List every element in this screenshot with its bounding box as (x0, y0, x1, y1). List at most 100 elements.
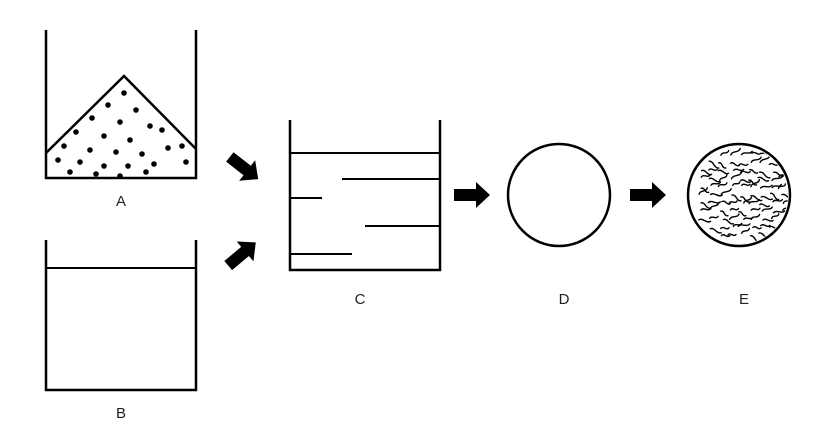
particle-dot (179, 143, 185, 149)
squiggle-mark (741, 227, 751, 235)
squiggle-mark (729, 207, 740, 211)
particle-dot (121, 90, 127, 96)
particle-dot (117, 173, 123, 179)
particle-dot (183, 159, 189, 165)
particle-dot (117, 119, 123, 125)
particle-dot (87, 147, 93, 153)
squiggle-mark (768, 162, 780, 166)
squiggle-mark (741, 183, 751, 187)
squiggle-mark (758, 171, 771, 179)
squiggle-mark (709, 227, 722, 234)
squiggle-mark (720, 149, 730, 156)
squiggle-mark (762, 218, 774, 222)
label-a: A (116, 193, 126, 210)
squiggle-mark (772, 198, 784, 203)
squiggle-mark (769, 192, 780, 201)
squiggle-mark (720, 188, 732, 196)
arrow-c-to-d-shape (454, 182, 490, 208)
container-a-particles (55, 90, 189, 179)
squiggle-mark (743, 196, 753, 204)
squiggle-mark (700, 174, 712, 178)
squiggle-mark (708, 177, 721, 183)
squiggle-mark (777, 183, 787, 190)
circle-e (686, 142, 792, 248)
squiggle-mark (733, 168, 745, 172)
squiggle-mark (771, 183, 782, 189)
squiggle-mark (760, 224, 771, 228)
squiggle-mark (730, 171, 743, 180)
squiggle-mark (730, 147, 741, 156)
squiggle-mark (751, 151, 762, 155)
particle-dot (113, 149, 119, 155)
container-b-walls (44, 240, 198, 392)
squiggle-mark (731, 194, 742, 202)
squiggle-mark (748, 168, 759, 174)
arrow-b-to-c (224, 241, 256, 271)
squiggle-mark (729, 213, 740, 220)
squiggle-mark (752, 226, 762, 230)
particle-dot (125, 163, 131, 169)
squiggle-mark (760, 195, 774, 201)
squiggle-mark (761, 206, 773, 212)
squiggle-mark (782, 197, 788, 204)
squiggle-mark (732, 222, 743, 228)
squiggle-mark (732, 181, 741, 187)
squiggle-mark (740, 196, 750, 203)
squiggle-mark (748, 198, 760, 205)
squiggle-mark (759, 155, 771, 164)
squiggle-mark (700, 202, 712, 210)
container-a-walls (44, 30, 198, 180)
squiggle-mark (708, 168, 718, 171)
particle-dot (147, 123, 153, 129)
squiggle-mark (717, 169, 730, 175)
squiggle-mark (721, 200, 732, 205)
particle-dot (93, 171, 99, 177)
container-a-pile (45, 74, 197, 154)
particle-dot (159, 127, 165, 133)
squiggle-mark (700, 169, 713, 176)
squiggle-mark (771, 175, 784, 182)
squiggle-mark (750, 207, 761, 211)
container-c (288, 120, 442, 272)
squiggle-mark (750, 195, 763, 202)
squiggle-mark (710, 181, 722, 186)
arrow-d-to-e (630, 182, 666, 208)
container-b (44, 240, 198, 392)
squiggle-mark (698, 218, 712, 223)
squiggle-mark (771, 213, 780, 220)
squiggle-mark (717, 182, 728, 188)
container-a (44, 30, 198, 180)
container-c-walls (288, 120, 442, 272)
squiggle-mark (727, 233, 737, 237)
squiggle-mark (737, 223, 751, 228)
particle-dot (127, 137, 133, 143)
squiggle-mark (720, 226, 730, 230)
particle-dot (143, 169, 149, 175)
squiggle-mark (748, 179, 758, 186)
particle-dot (151, 161, 157, 167)
particle-dot (55, 157, 61, 163)
label-e: E (739, 291, 749, 308)
squiggle-mark (750, 179, 761, 188)
squiggle-mark (722, 218, 735, 225)
squiggle-mark (750, 156, 762, 163)
label-c: C (355, 291, 366, 308)
particle-dot (89, 115, 95, 121)
circle-d (506, 142, 612, 248)
arrow-c-to-d (454, 182, 490, 208)
squiggle-mark (698, 187, 708, 195)
circle-e-outline (686, 142, 792, 248)
squiggle-mark (759, 203, 770, 208)
arrow-a-to-c (226, 152, 259, 181)
squiggle-mark (718, 162, 727, 169)
arrow-d-to-e-shape (630, 182, 666, 208)
particle-dot (105, 102, 111, 108)
squiggle-mark (781, 193, 788, 200)
circle-e-squiggles (698, 147, 788, 244)
squiggle-mark (760, 184, 773, 189)
squiggle-mark (720, 210, 729, 217)
squiggle-mark (750, 213, 761, 220)
particle-dot (133, 107, 139, 113)
arrow-b-to-c-shape (224, 241, 256, 271)
